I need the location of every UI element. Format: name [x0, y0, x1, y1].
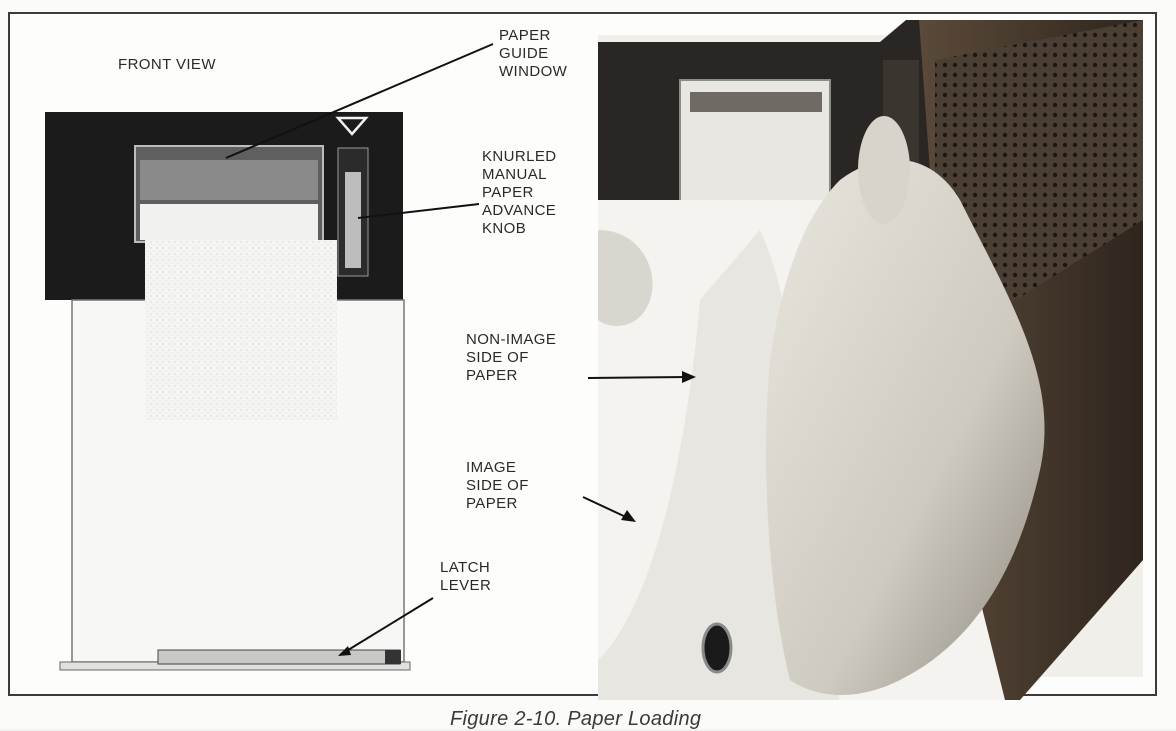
latch-lever-label: LATCH LEVER — [440, 559, 491, 595]
non-image-side-label: NON-IMAGE SIDE OF PAPER — [466, 331, 556, 385]
front-view-title: FRONT VIEW — [118, 56, 216, 74]
image-side-label: IMAGE SIDE OF PAPER — [466, 459, 529, 513]
paper-guide-window-label: PAPER GUIDE WINDOW — [499, 27, 567, 81]
figure-caption: Figure 2-10. Paper Loading — [450, 708, 701, 731]
knurled-knob-label: KNURLED MANUAL PAPER ADVANCE KNOB — [482, 148, 556, 238]
